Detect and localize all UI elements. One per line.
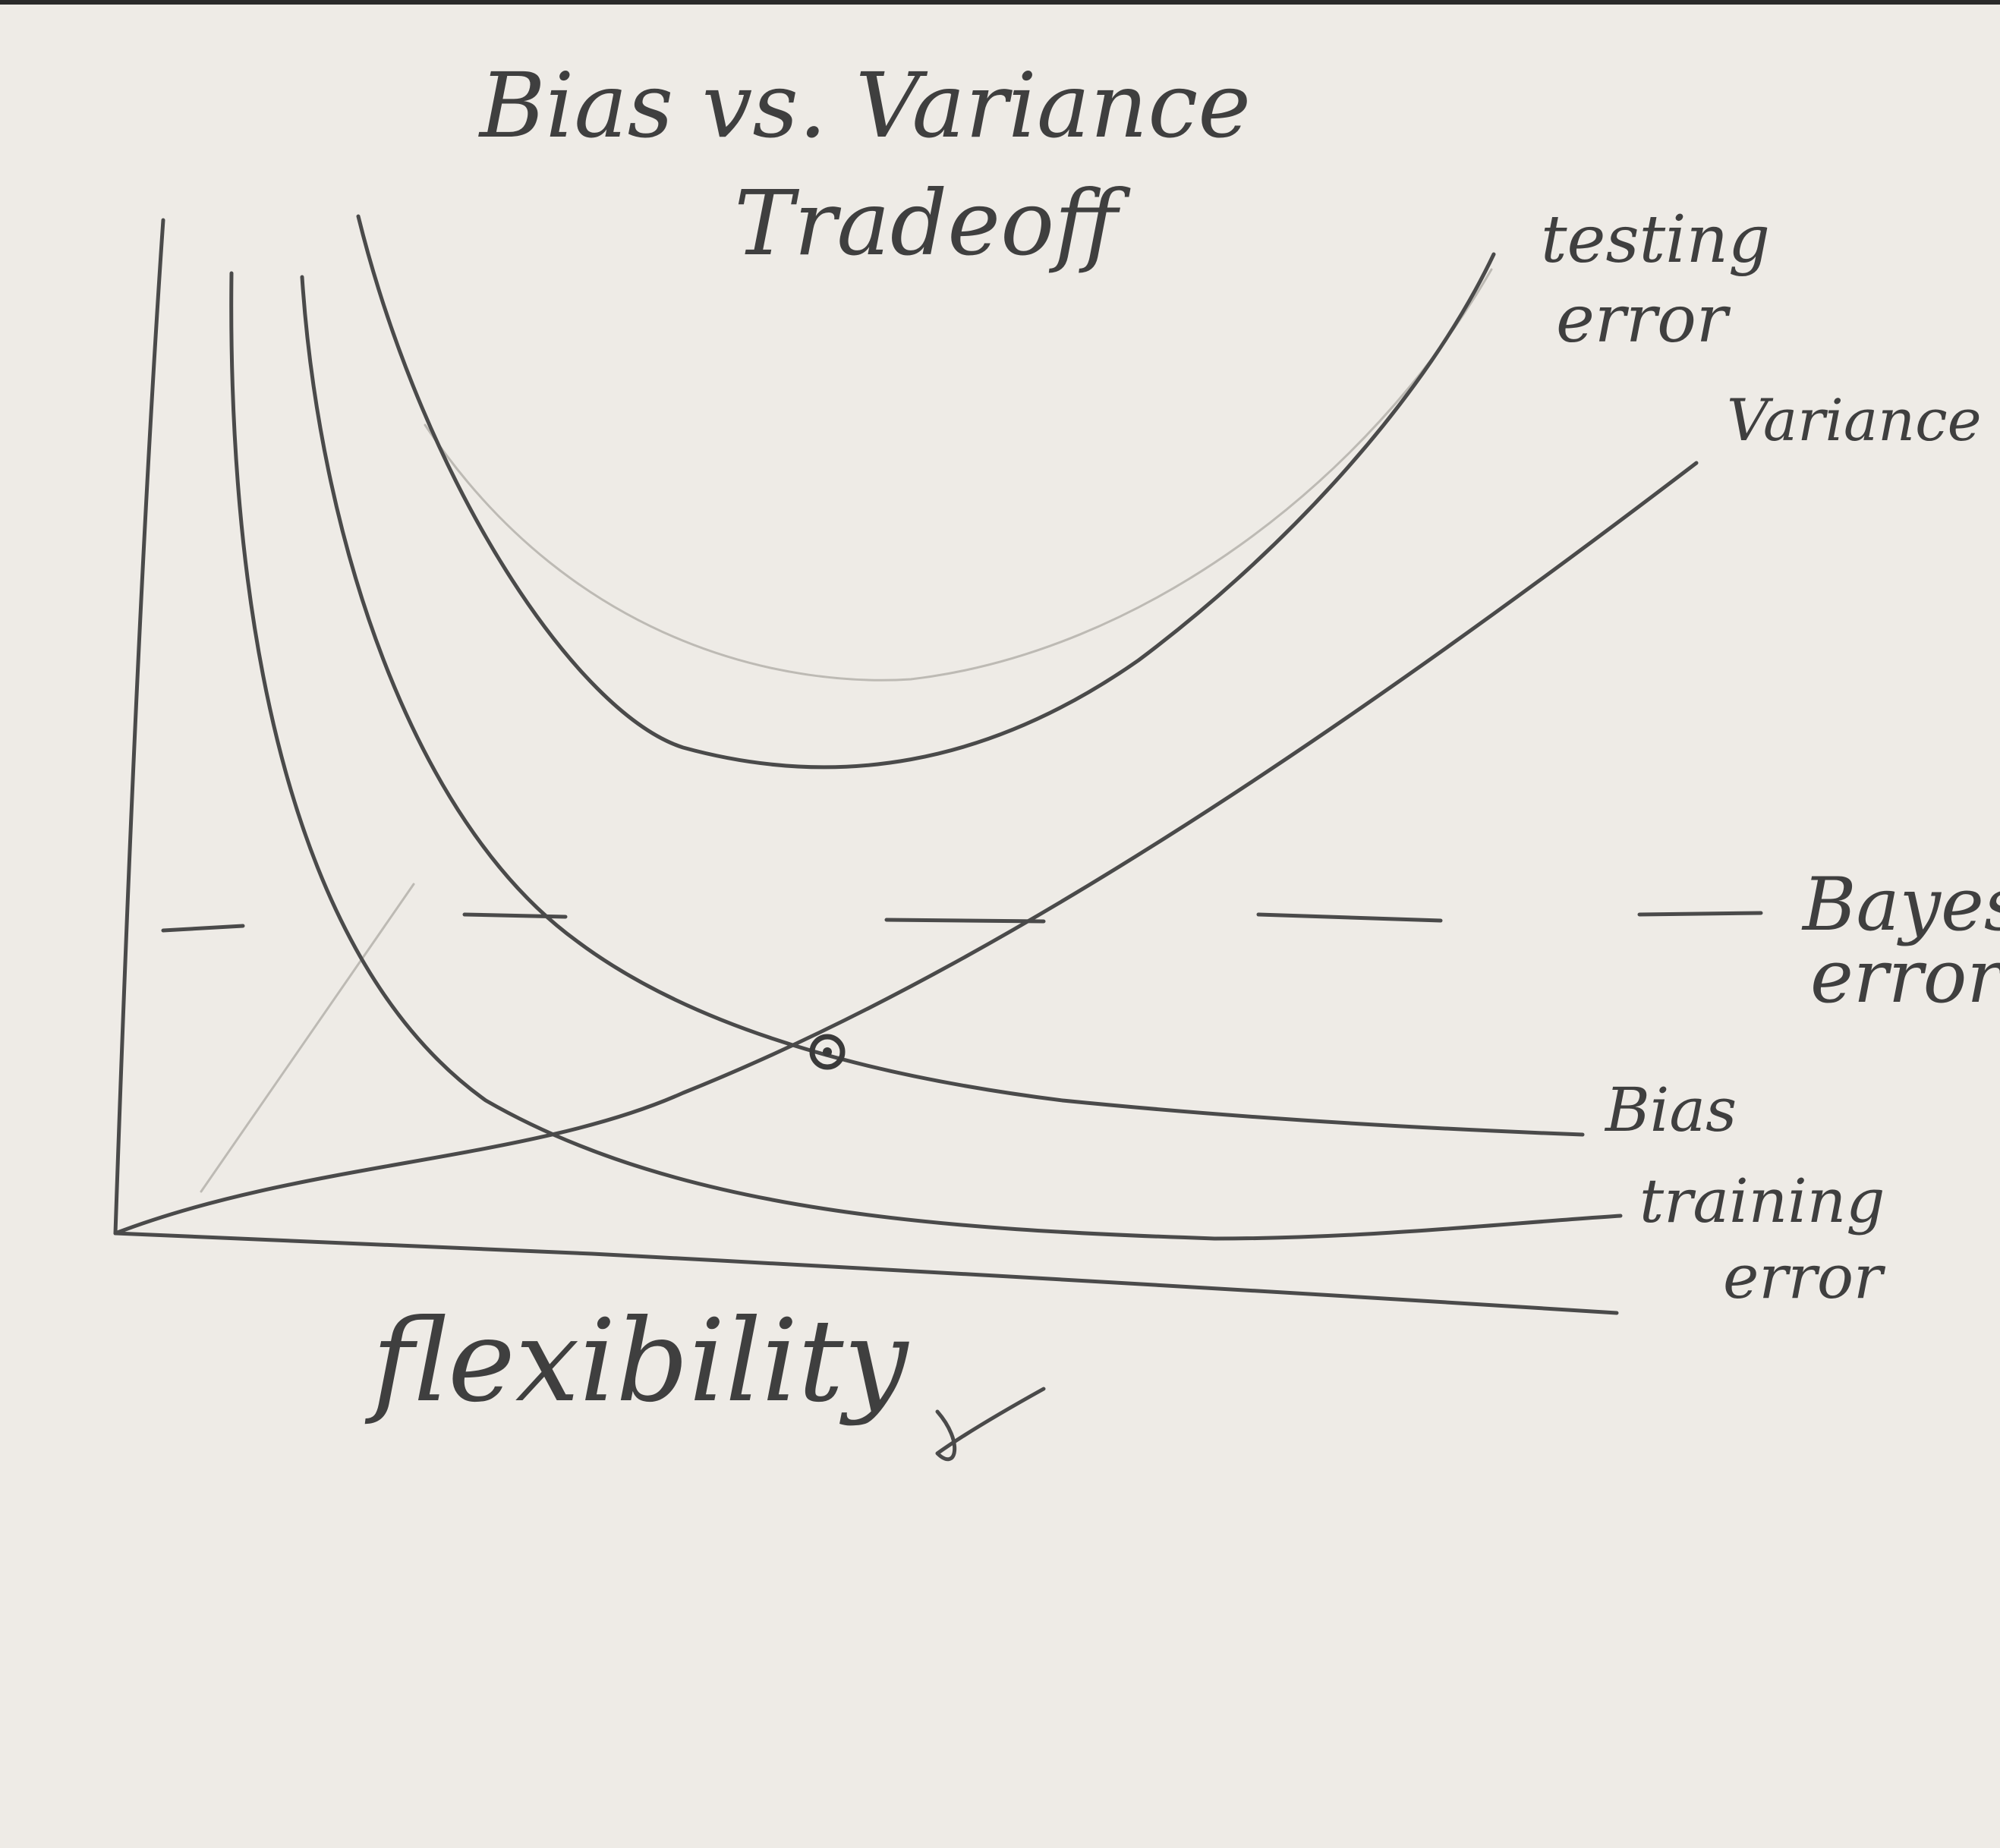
bayes-dash (884, 918, 1046, 924)
faint-diagonal-sketch (200, 883, 415, 1193)
testing-error-label-line-1: testing (1541, 202, 1770, 278)
variance-label: Variance (1727, 386, 1982, 454)
paper-top-edge (0, 0, 2000, 5)
optimum-point-center (823, 1047, 832, 1056)
title-line-1: Bias vs. Variance (478, 53, 1251, 158)
bayes-error-label-line-2: error (1810, 934, 2000, 1019)
training-error-curve (229, 271, 1623, 1241)
training-error-label-line-1: training (1639, 1166, 1885, 1236)
testing-error-curve (356, 214, 1496, 770)
variance-curve (113, 461, 1699, 1236)
bias-curve (300, 275, 1585, 1137)
testing-error-label-line-2: error (1556, 282, 1731, 357)
bayes-error-dashed-line (161, 911, 1763, 933)
bayes-dash (462, 912, 568, 919)
faint-testing-sketch (424, 268, 1493, 682)
title-line-2: Tradeoff (734, 171, 1131, 275)
x-axis-label-flourish (935, 1387, 1046, 1462)
bayes-error-label-line-1: Bayes (1801, 862, 2000, 947)
x-axis-label: flexibility (364, 1295, 910, 1428)
y-axis (113, 218, 165, 1236)
optimum-point-marker (809, 1034, 846, 1070)
training-error-label-line-2: error (1723, 1242, 1886, 1312)
x-axis (113, 1231, 1619, 1315)
bayes-dash (161, 924, 245, 933)
bayes-dash (1256, 912, 1443, 923)
bias-label: Bias (1604, 1075, 1737, 1145)
bayes-dash (1637, 911, 1763, 917)
